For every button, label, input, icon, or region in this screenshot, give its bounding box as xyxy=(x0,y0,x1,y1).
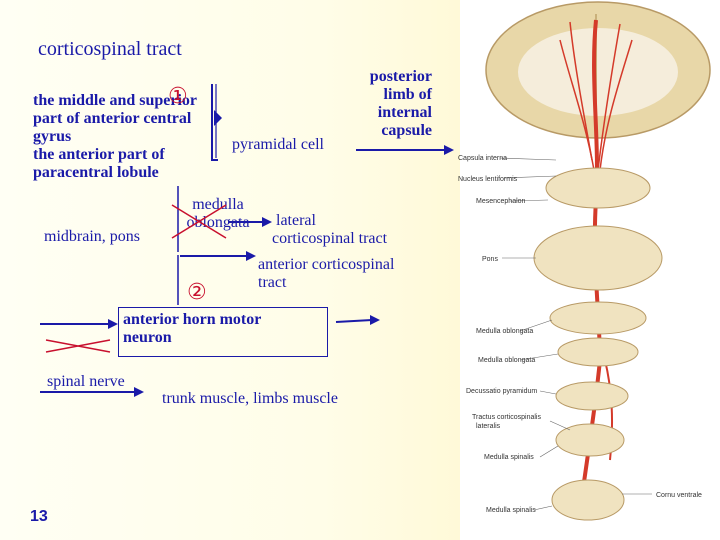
midbrain-section xyxy=(545,167,651,209)
page-number: 13 xyxy=(30,508,48,525)
leader-medulla-spinalis2 xyxy=(533,505,553,511)
label-cornu: Cornu ventrale xyxy=(656,492,702,499)
label-medulla-spinalis-2: Medulla spinalis xyxy=(486,507,536,514)
horn-cross xyxy=(45,339,111,353)
pathway-connectors xyxy=(40,84,454,397)
leader-capsula xyxy=(499,157,557,161)
posterior-limb-arrow-head xyxy=(444,145,454,155)
spinal-section-2 xyxy=(555,423,625,457)
bracket-line xyxy=(211,84,218,161)
label-mesencephalon: Mesencephalon xyxy=(476,198,526,205)
leader-mesencephalon xyxy=(509,199,549,202)
spinal-section-3 xyxy=(551,479,625,521)
cortex-line-1: the middle and superior xyxy=(33,92,198,109)
pyramidal-cell-label: pyramidal cell xyxy=(232,136,324,153)
posterior-limb-label: posterior limb of internal capsule xyxy=(352,68,432,140)
leader-nucleus xyxy=(503,175,557,179)
horn-line-2: neuron xyxy=(123,329,172,346)
circled-number-2: ② xyxy=(187,280,207,305)
label-pons: Pons xyxy=(482,256,498,263)
medulla-section-1 xyxy=(549,301,647,335)
anterior-ct-line-1: anterior corticospinal xyxy=(258,256,395,273)
anterior-ct-line-2: tract xyxy=(258,274,287,291)
pons-section xyxy=(533,225,663,291)
anterior-horn-box xyxy=(118,307,328,357)
circled-number-1: ① xyxy=(168,84,188,109)
medulla-line-2: oblongata xyxy=(186,214,250,231)
cortex-origin-text: the middle and superior part of anterior… xyxy=(33,92,223,182)
horn-output-arrow-head xyxy=(370,315,380,325)
decussation-cross xyxy=(171,204,227,239)
white-matter xyxy=(518,28,678,116)
tract-fiber-4 xyxy=(599,39,633,171)
leader-medulla-spinalis1 xyxy=(539,445,559,458)
posterior-limb-line-3: internal xyxy=(377,104,432,121)
label-medulla-1: Medulla oblongata xyxy=(476,328,533,335)
label-medulla-2: Medulla oblongata xyxy=(478,357,535,364)
spinal-nerve-arrow-head xyxy=(134,387,144,397)
posterior-limb-line-4: capsule xyxy=(381,122,432,139)
tract-fiber-2 xyxy=(559,39,595,171)
cortex-line-4: the anterior part of xyxy=(33,146,165,163)
posterior-limb-line-1: posterior xyxy=(369,68,432,85)
anterior-horn-label: anterior horn motor neuron xyxy=(123,311,261,347)
medulla-section-2 xyxy=(557,337,639,367)
midbrain-pons-label: midbrain, pons xyxy=(44,228,140,245)
lateral-line-2: corticospinal tract xyxy=(272,230,388,247)
slide-background xyxy=(0,0,460,540)
label-decussatio: Decussatio pyramidum xyxy=(466,388,537,395)
leader-decussatio xyxy=(539,390,557,395)
leader-tractus xyxy=(549,420,571,431)
leader-medulla1 xyxy=(519,319,553,332)
label-capsula: Capsula interna xyxy=(458,155,507,162)
anterior-tract-arrow-head xyxy=(246,251,256,261)
medulla-line-1: medulla xyxy=(192,196,244,213)
label-nucleus: Nucleus lentiformis xyxy=(458,176,518,183)
leader-medulla2 xyxy=(519,353,559,361)
lateral-tract-label: lateral corticospinal tract xyxy=(272,212,387,248)
trunk-muscle-label: trunk muscle, limbs muscle xyxy=(162,390,338,407)
tract-fiber-3 xyxy=(597,23,621,171)
slide-title: corticospinal tract xyxy=(38,38,182,60)
anterior-tract-label: anterior corticospinal tract xyxy=(258,256,394,292)
lateral-line-1: lateral xyxy=(276,212,316,229)
spinal-section-1 xyxy=(555,381,629,411)
horn-line-1: anterior horn motor xyxy=(123,311,262,328)
label-tractus-1: Tractus corticospinalis xyxy=(472,414,541,421)
horn-input-arrow-head xyxy=(108,319,118,329)
posterior-limb-line-2: limb of xyxy=(383,86,432,103)
lateral-arrow-head xyxy=(262,217,272,227)
bracket-arrow-head xyxy=(214,110,222,126)
cortex-line-2: part of anterior central xyxy=(33,110,192,127)
horn-output-line xyxy=(335,319,373,323)
label-tractus-2: lateralis xyxy=(476,423,501,430)
medulla-label: medulla oblongata xyxy=(178,196,258,232)
label-medulla-spinalis-1: Medulla spinalis xyxy=(484,454,534,461)
cortex-line-5: paracentral lobule xyxy=(33,164,159,181)
spinal-nerve-label: spinal nerve xyxy=(47,373,125,390)
cortex-line-3: gyrus xyxy=(33,128,72,145)
